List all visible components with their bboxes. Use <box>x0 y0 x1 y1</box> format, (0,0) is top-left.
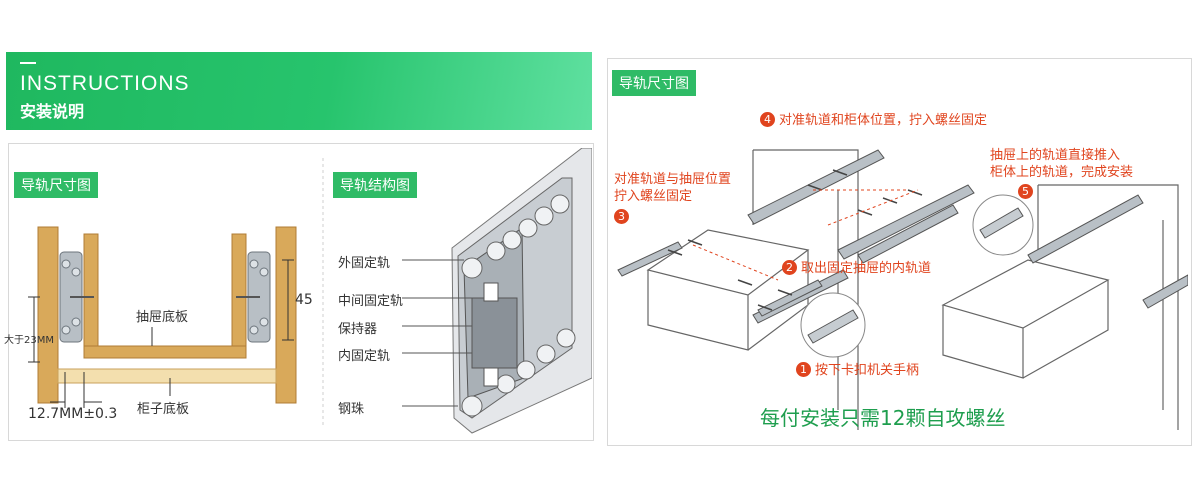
step-1-badge: 1 <box>796 362 811 377</box>
structure-leader-lines <box>402 259 480 407</box>
banner-dash <box>20 62 36 64</box>
part-middle-rail: 中间固定轨 <box>338 294 404 309</box>
part-steel-ball: 钢珠 <box>338 402 365 417</box>
panel-divider <box>322 158 324 428</box>
structure-tag: 导轨结构图 <box>333 172 417 198</box>
install-panel <box>607 58 1192 446</box>
instructions-banner: INSTRUCTIONS 安装说明 <box>6 52 592 130</box>
step-4-badge: 4 <box>760 112 775 127</box>
banner-title-cn: 安装说明 <box>20 102 85 121</box>
dimension-drawing <box>28 226 297 408</box>
part-retainer: 保持器 <box>338 322 378 337</box>
step-5-text-1: 抽屉上的轨道直接推入 <box>990 148 1121 163</box>
banner-title-en: INSTRUCTIONS <box>20 72 190 95</box>
cabinet-bottom-label: 柜子底板 <box>137 402 190 417</box>
step-5-badge: 5 <box>1018 184 1033 199</box>
step-5-label: 抽屉上的轨道直接推入 柜体上的轨道，完成安装 5 <box>990 147 1133 201</box>
step-3-text-1: 对准轨道与抽屉位置 <box>614 172 732 187</box>
step-3-badge: 3 <box>614 209 629 224</box>
install-illustration <box>617 149 1188 430</box>
install-tag: 导轨尺寸图 <box>612 70 696 96</box>
height-45-label: 45 <box>295 292 313 308</box>
step-4-text: 对准轨道和柜体位置，拧入螺丝固定 <box>779 113 988 128</box>
gap-label: 大于23MM <box>4 335 54 346</box>
step-1-label: 1 按下卡扣机关手柄 <box>796 362 919 379</box>
thickness-label: 12.7MM±0.3 <box>28 406 118 422</box>
part-outer-rail: 外固定轨 <box>338 256 391 271</box>
rail-structure-drawing <box>451 148 592 434</box>
step-2-label: 2 取出固定抽屉的内轨道 <box>782 260 931 277</box>
part-inner-rail: 内固定轨 <box>338 349 391 364</box>
step-5-text-2: 柜体上的轨道，完成安装 <box>990 165 1134 180</box>
drawer-bottom-label: 抽屉底板 <box>136 310 189 325</box>
step-3-text-2: 拧入螺丝固定 <box>614 189 693 204</box>
step-2-text: 取出固定抽屉的内轨道 <box>801 261 932 276</box>
step-2-badge: 2 <box>782 260 797 275</box>
step-3-label: 对准轨道与抽屉位置 拧入螺丝固定 3 <box>614 171 731 226</box>
step-4-label: 4 对准轨道和柜体位置，拧入螺丝固定 <box>760 112 987 129</box>
dimension-tag: 导轨尺寸图 <box>14 172 98 198</box>
step-1-text: 按下卡扣机关手柄 <box>815 363 920 378</box>
screw-count-footer: 每付安装只需12颗自攻螺丝 <box>760 406 1006 430</box>
